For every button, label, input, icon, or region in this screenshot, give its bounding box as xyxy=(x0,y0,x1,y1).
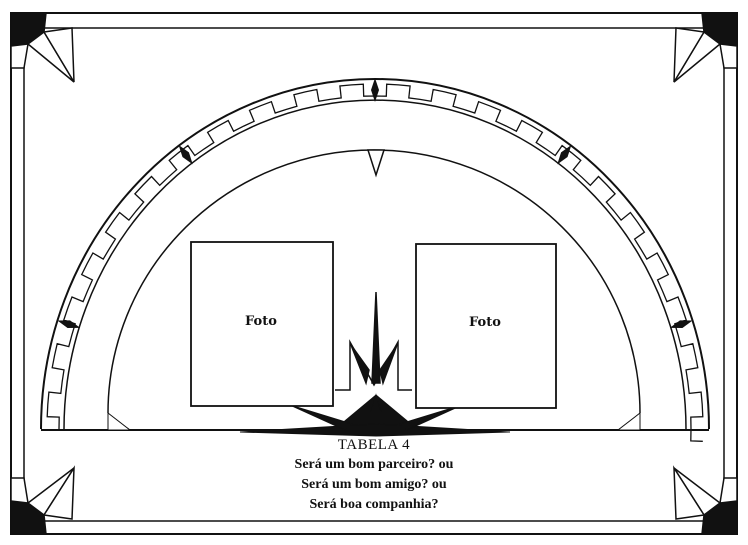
corner-ornament-bottom-left xyxy=(10,465,75,535)
arch-diamond-1 xyxy=(57,320,81,329)
photo-frame-right xyxy=(415,243,557,409)
caption-line-3: Será boa companhia? xyxy=(309,497,439,512)
photo-frame-left xyxy=(190,241,334,407)
arch-diamonds xyxy=(57,78,693,329)
corner-ornament-top-right xyxy=(673,12,738,83)
arch-diamond-2 xyxy=(178,144,193,165)
inner-border xyxy=(23,27,725,522)
arch-diamond-3 xyxy=(371,78,379,102)
corner-ornament-bottom-right xyxy=(673,465,738,535)
arch-diamond-5 xyxy=(669,320,693,329)
left-foot xyxy=(107,411,132,431)
sun-rays xyxy=(239,393,511,437)
photo-label-left: Foto xyxy=(245,314,277,329)
caption-line-2: Será um bom amigo? ou xyxy=(301,477,447,492)
outer-border xyxy=(10,12,738,535)
caption-title: TABELA 4 xyxy=(337,437,411,453)
photo-label-right: Foto xyxy=(469,315,501,330)
arch-diamond-4 xyxy=(557,144,572,165)
caption-line-1: Será um bom parceiro? ou xyxy=(294,457,454,472)
right-foot xyxy=(616,411,641,431)
central-spire xyxy=(335,291,412,391)
inner-arch-notch xyxy=(366,149,386,178)
corner-ornament-top-left xyxy=(10,12,75,83)
arch-stepped-pattern xyxy=(46,83,704,442)
